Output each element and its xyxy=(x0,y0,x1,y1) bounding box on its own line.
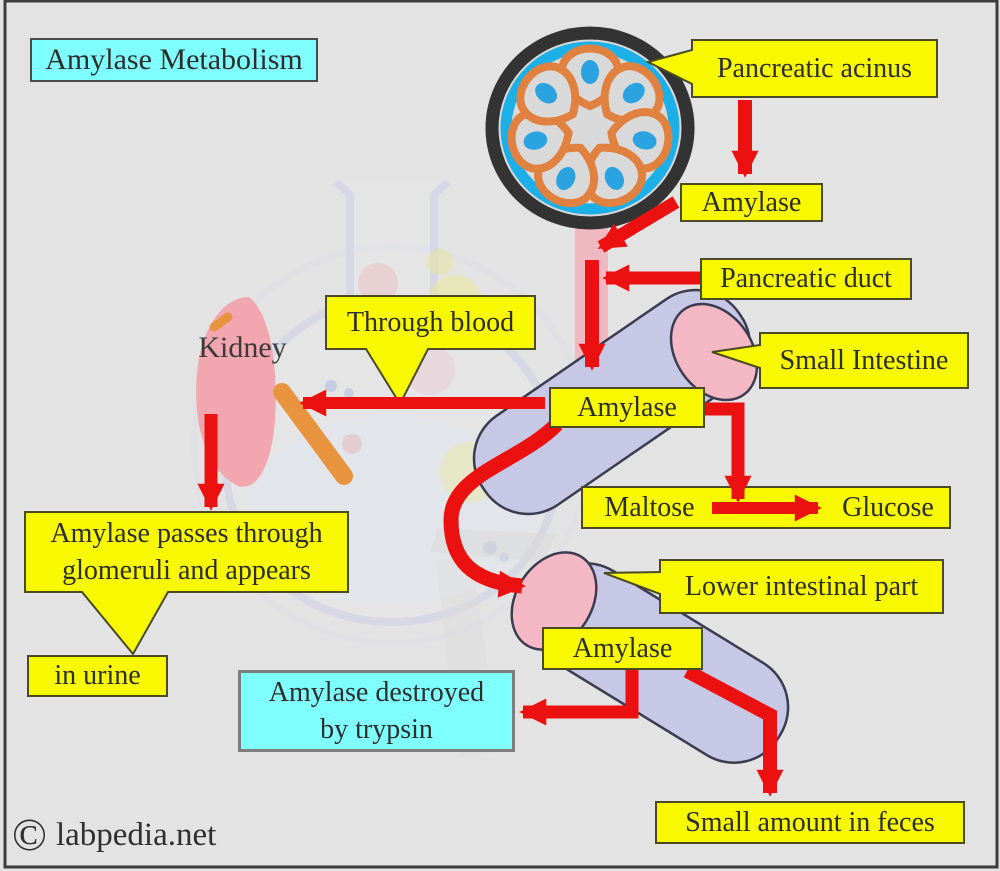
trypsin-line1: Amylase destroyed xyxy=(268,677,485,708)
amylase-top-label: Amylase xyxy=(680,183,823,222)
glomeruli-line1: Amylase passes through xyxy=(50,518,323,549)
pancreatic-acinus-label: Pancreatic acinus xyxy=(716,52,913,84)
arrow-to-trypsin xyxy=(519,666,639,726)
flow-arrows xyxy=(197,100,822,797)
kidney-label: Kidney xyxy=(198,331,287,364)
ureter-shape xyxy=(273,383,353,485)
small-intestine-callout xyxy=(711,332,969,389)
copyright-icon: © xyxy=(12,809,47,860)
image-frame xyxy=(3,0,999,869)
through-blood-label: Through blood xyxy=(346,306,515,338)
renal-vessel-icon xyxy=(209,312,233,332)
page-title: Amylase Metabolism xyxy=(30,38,318,82)
arrow-amylase-to-maltose xyxy=(704,402,752,503)
site-name: labpedia.net xyxy=(55,816,217,853)
trypsin-label: Amylase destroyed by trypsin xyxy=(238,670,515,752)
arrow-amylase-to-duct xyxy=(597,196,680,253)
amylase-lower-label: Amylase xyxy=(542,627,703,670)
amylase-mid-label: Amylase xyxy=(549,387,705,428)
maltose-label: Maltose xyxy=(604,492,695,523)
pancreatic-duct-label: Pancreatic duct xyxy=(700,258,912,300)
lower-intestinal-label: Lower intestinal part xyxy=(684,570,919,602)
pancreatic-acinus-diagram xyxy=(485,26,695,230)
glucose-label: Glucose xyxy=(842,492,934,523)
arrow-to-lower-intestine xyxy=(443,418,563,598)
pancreatic-acinus-callout xyxy=(645,39,938,98)
glomeruli-label: Amylase passes through glomeruli and app… xyxy=(25,514,348,590)
arrow-to-feces xyxy=(683,664,784,797)
glomeruli-line2: glomeruli and appears xyxy=(62,555,311,586)
trypsin-line2: by trypsin xyxy=(320,714,433,745)
small-intestine-label: Small Intestine xyxy=(779,344,949,376)
in-urine-label: in urine xyxy=(27,655,168,697)
lower-intestinal-callout xyxy=(603,559,944,614)
feces-label: Small amount in feces xyxy=(655,801,965,844)
glomeruli-callout xyxy=(24,511,349,656)
site-logo: © labpedia.net xyxy=(12,812,216,858)
through-blood-callout xyxy=(325,295,536,407)
